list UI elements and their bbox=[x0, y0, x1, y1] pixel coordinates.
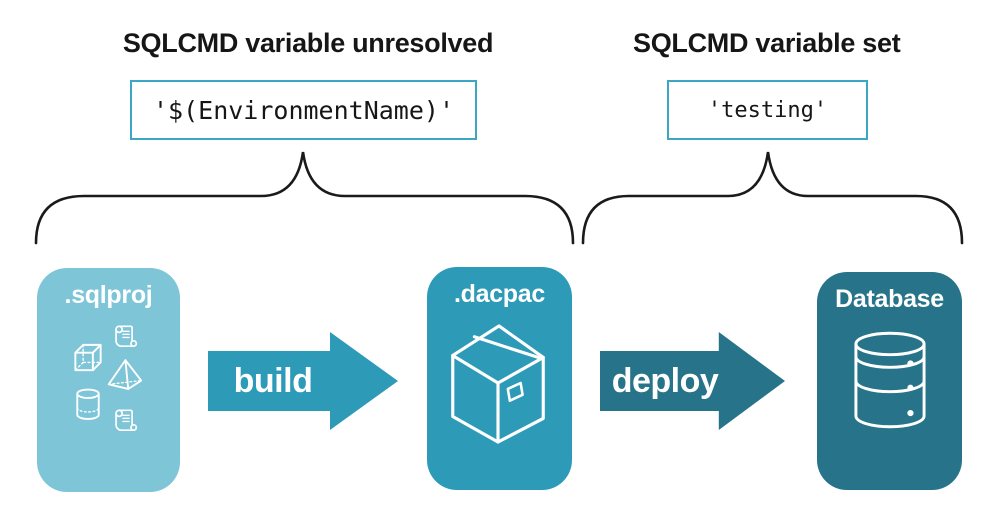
dacpac-label: .dacpac bbox=[453, 280, 545, 308]
left-code-text: '$(EnvironmentName)' bbox=[152, 95, 455, 125]
left-brace bbox=[34, 151, 575, 245]
right-annotation-title: SQLCMD variable set bbox=[633, 28, 901, 58]
database-cylinder-icon bbox=[853, 331, 927, 429]
build-arrow-label: build bbox=[233, 361, 313, 400]
database-label: Database bbox=[835, 285, 944, 313]
build-arrow: build bbox=[208, 332, 398, 430]
sqlproj-label: .sqlproj bbox=[64, 281, 153, 309]
sqlproj-box: .sqlproj bbox=[37, 268, 180, 492]
dacpac-box: .dacpac bbox=[427, 267, 572, 490]
right-brace bbox=[581, 151, 964, 245]
database-box: Database bbox=[817, 272, 962, 490]
left-code-box: '$(EnvironmentName)' bbox=[130, 80, 477, 140]
deploy-arrow: deploy bbox=[600, 332, 785, 430]
pyramid-icon bbox=[105, 356, 144, 394]
cylinder-icon bbox=[74, 386, 102, 423]
sql-script-icon bbox=[113, 323, 139, 351]
deploy-arrow-label: deploy bbox=[611, 361, 719, 400]
left-annotation-title: SQLCMD variable unresolved bbox=[122, 28, 494, 58]
cube-icon bbox=[70, 341, 106, 376]
right-code-box: 'testing' bbox=[667, 80, 868, 140]
right-code-text: 'testing' bbox=[707, 97, 828, 123]
braces-layer bbox=[34, 151, 964, 245]
package-icon bbox=[450, 324, 546, 444]
sql-script-icon bbox=[113, 407, 139, 435]
